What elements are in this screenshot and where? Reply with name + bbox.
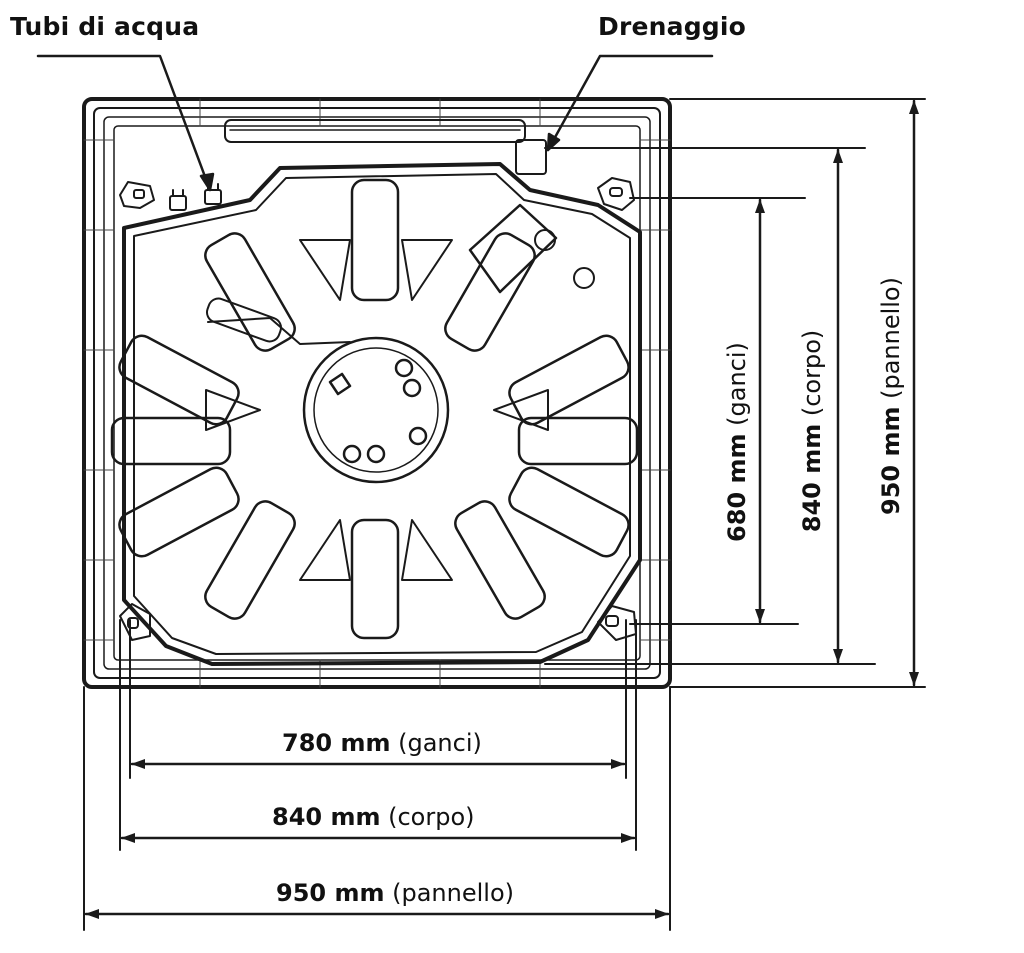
extension-lines xyxy=(83,98,926,931)
body-width-label: 840 mm (corpo) xyxy=(272,803,475,831)
drain-outlet xyxy=(515,139,547,175)
hooks-depth-note: (ganci) xyxy=(723,342,751,426)
hooks-depth-value: 680 mm xyxy=(723,433,751,542)
hooks-depth-label: 680 mm (ganci) xyxy=(723,342,751,542)
panel-depth-value: 950 mm xyxy=(877,406,905,515)
panel-width-value: 950 mm xyxy=(276,879,385,907)
body-width-value: 840 mm xyxy=(272,803,381,831)
body-width-note: (corpo) xyxy=(388,803,475,831)
dimension-lines xyxy=(84,99,919,919)
drain-leader xyxy=(546,54,714,152)
unit-body xyxy=(119,139,642,666)
body-depth-label: 840 mm (corpo) xyxy=(798,326,826,536)
panel-frame xyxy=(82,97,672,689)
body-depth-note: (corpo) xyxy=(798,329,826,417)
hooks-width-value: 780 mm xyxy=(282,729,391,757)
corner-hooks xyxy=(119,177,637,641)
water-pipes-label: Tubi di acqua xyxy=(10,12,200,41)
panel-width-label: 950 mm (pannello) xyxy=(276,879,514,907)
grille-pattern xyxy=(110,178,639,640)
water-pipes-leader xyxy=(36,54,212,192)
panel-depth-note: (pannello) xyxy=(877,277,905,399)
hooks-width-label: 780 mm (ganci) xyxy=(282,729,482,757)
hooks-width-note: (ganci) xyxy=(398,729,482,757)
panel-width-note: (pannello) xyxy=(392,879,514,907)
callout-leaders xyxy=(36,54,714,192)
drain-label: Drenaggio xyxy=(598,12,747,41)
body-depth-value: 840 mm xyxy=(798,423,826,533)
panel-depth-label: 950 mm (pannello) xyxy=(877,271,905,521)
